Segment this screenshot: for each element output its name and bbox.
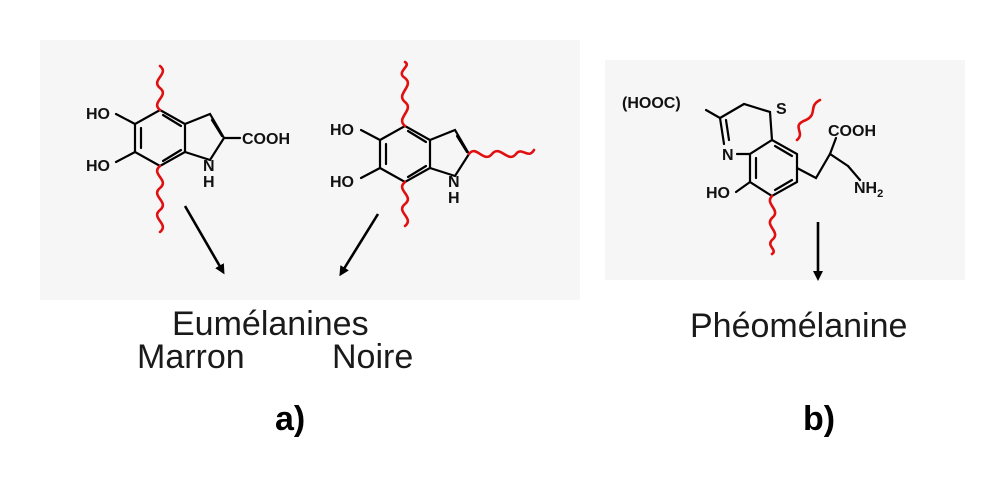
dhi-ho-bottom: HO (330, 174, 354, 191)
dhi-nh: H (448, 190, 460, 207)
pheo-ho: HO (706, 185, 730, 202)
backdrop-panel-b (605, 60, 965, 280)
dhica-nh: H (203, 174, 215, 191)
dhica-ho-bottom: HO (86, 158, 110, 175)
pheo-hoooc: (HOOC) (622, 95, 681, 112)
dhi-wavy-top (400, 60, 410, 128)
pheo-s: S (776, 101, 787, 118)
arrow-dhica-to-eumelanin (183, 205, 225, 275)
pheo-cooh: COOH (828, 123, 876, 140)
panel-label-b: b) (803, 400, 835, 438)
molecule-benzothiazine: (HOOC) S N HO COOH NH2 (622, 95, 883, 256)
arrow-dhi-to-eumelanin (339, 213, 380, 277)
dhica-cooh: COOH (242, 131, 290, 148)
pheo-nh2: NH2 (854, 180, 883, 200)
dhi-wavy-right (467, 148, 536, 159)
dhica-wavy-bottom (155, 164, 165, 234)
caption-noire: Noire (332, 338, 413, 376)
pheo-n: N (722, 147, 734, 164)
pheo-wavy-bottom (768, 194, 777, 256)
caption-marron: Marron (137, 338, 245, 376)
dhi-ho-top: HO (330, 122, 354, 139)
backdrop-panel-a (40, 40, 580, 300)
caption-pheomelanine: Phéomélanine (690, 307, 907, 345)
dhi-wavy-bottom (400, 180, 410, 228)
caption-eumelanines: Eumélanines (172, 305, 369, 343)
dhica-n: N (203, 158, 215, 175)
dhi-n: N (448, 174, 460, 191)
dhica-ho-top: HO (86, 106, 110, 123)
panel-label-a: a) (275, 400, 305, 438)
molecule-dhica: HO HO COOH N H (86, 64, 290, 234)
dhica-wavy-top (155, 64, 165, 112)
molecule-dhi: HO HO N H (330, 60, 536, 228)
pheo-wavy-top (795, 98, 822, 142)
